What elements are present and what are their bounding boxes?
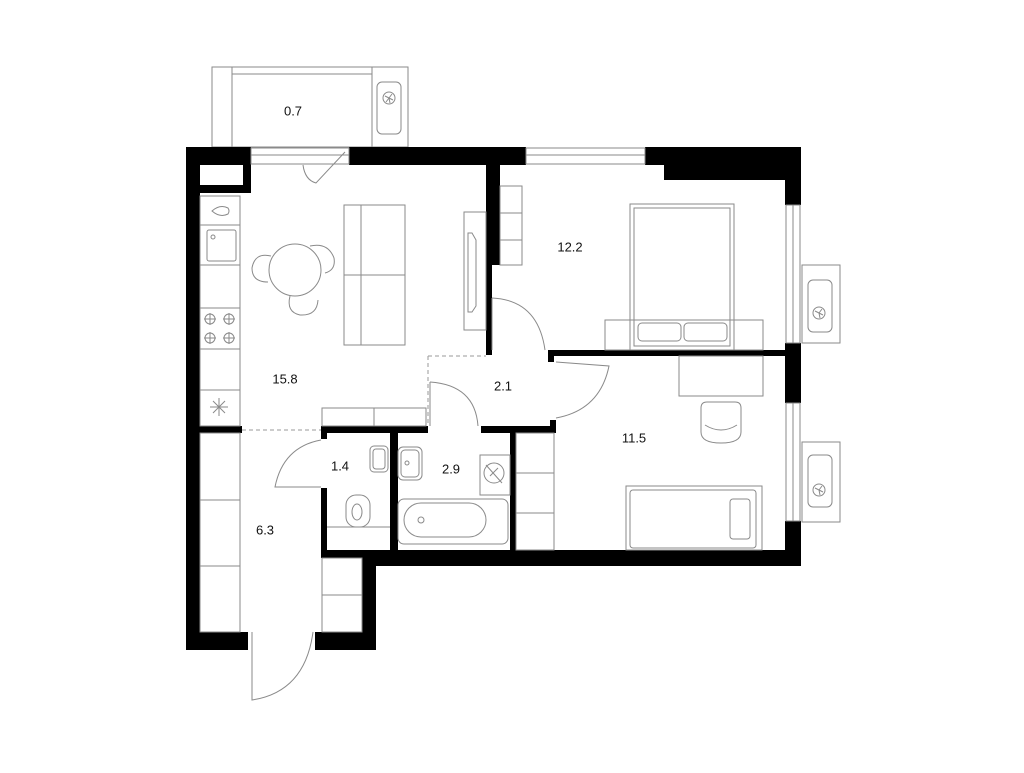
windows xyxy=(250,147,801,522)
room-area-bedroom-2: 11.5 xyxy=(621,430,647,446)
fridge-snowflake-icon xyxy=(210,398,228,416)
washing-machine-icon xyxy=(479,454,511,496)
bathtub-icon xyxy=(397,498,509,545)
entrance-door xyxy=(251,631,314,701)
water-drop-icon xyxy=(211,206,230,216)
room-area-inner-hall: 2.1 xyxy=(493,378,513,394)
room-area-kitchen-living: 15.8 xyxy=(272,371,298,387)
hall-wardrobe-right xyxy=(321,557,363,633)
chair xyxy=(700,401,742,444)
room-area-entrance-hall: 6.3 xyxy=(255,522,275,538)
bedroom-2-wardrobe xyxy=(515,432,555,551)
room-area-bathroom: 2.9 xyxy=(441,461,461,477)
bedroom-1-wardrobe xyxy=(499,185,523,266)
stove-icon xyxy=(204,313,235,344)
tv-stand xyxy=(463,211,487,331)
sofa xyxy=(343,204,406,346)
walls xyxy=(186,147,801,650)
balcony xyxy=(211,66,409,148)
ac-unit-icon xyxy=(801,264,841,344)
kitchen-counter xyxy=(199,195,241,427)
hall-wardrobe-left xyxy=(199,432,241,633)
double-bed xyxy=(604,203,764,351)
ac-unit-icon xyxy=(376,81,402,135)
room-area-bedroom-1: 12.2 xyxy=(557,239,583,255)
room-area-toilet: 1.4 xyxy=(330,458,350,474)
single-bed xyxy=(625,485,763,551)
desk xyxy=(678,355,764,397)
toilet-door xyxy=(274,439,322,488)
bathroom-door xyxy=(429,381,479,427)
room-area-balcony: 0.7 xyxy=(283,103,303,119)
balcony-door xyxy=(302,151,346,184)
small-sink-icon xyxy=(369,445,389,473)
sink-icon xyxy=(206,229,237,262)
living-cabinet xyxy=(321,407,427,427)
bedroom-1-door xyxy=(491,297,546,351)
ac-unit-icon xyxy=(801,441,841,523)
dining-table xyxy=(251,243,335,316)
toilet-icon xyxy=(345,494,371,528)
bedroom-2-door xyxy=(555,361,610,419)
washbasin-icon xyxy=(397,446,423,481)
